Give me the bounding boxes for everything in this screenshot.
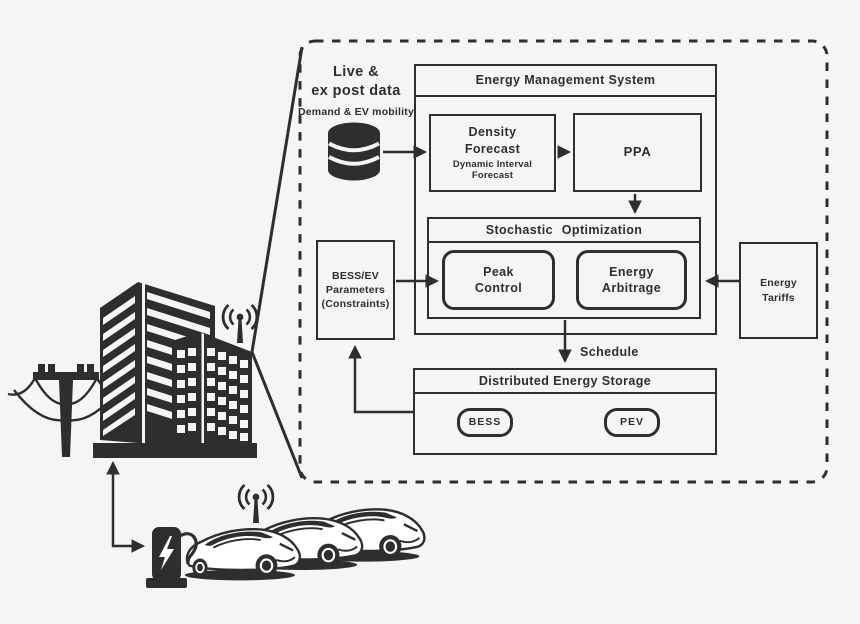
car-icon (183, 527, 302, 582)
stochastic-optimization-title: Stochastic Optimization (429, 219, 699, 243)
distributed-energy-storage-box: Distributed Energy Storage (413, 368, 717, 455)
ems-box: Energy Management System (414, 64, 717, 335)
stochastic-optimization-box: Stochastic Optimization (427, 217, 701, 319)
distributed-energy-storage-title: Distributed Energy Storage (415, 370, 715, 394)
building-icon (93, 282, 257, 458)
arrow-storage-to-params (348, 344, 413, 414)
bess-pill: BESS (457, 408, 513, 437)
live-data-label: Live & ex post data (311, 64, 401, 99)
energy-tariffs-box: Energy Tariffs (739, 242, 818, 339)
bess-ev-parameters-box: BESS/EV Parameters (Constraints) (316, 240, 395, 340)
flow-arrows (106, 145, 739, 553)
database-icon (328, 122, 380, 181)
demand-ev-mobility-label: Demand & EV mobility (297, 106, 415, 118)
schedule-label: Schedule (580, 345, 639, 359)
ev-charger-icon (146, 527, 187, 588)
ev-cars-icon (179, 508, 426, 582)
peak-control-box: Peak Control (442, 250, 555, 310)
arrow-building-charger (106, 460, 146, 553)
antenna-icon (221, 303, 259, 345)
ppa-box: PPA (573, 113, 702, 192)
magnifier-lines (250, 46, 304, 479)
density-forecast-box: Density Forecast Dynamic Interval Foreca… (429, 114, 556, 192)
antenna-icon (237, 483, 275, 525)
pev-pill: PEV (604, 408, 660, 437)
energy-arbitrage-box: Energy Arbitrage (576, 250, 687, 310)
ems-title: Energy Management System (416, 66, 715, 97)
